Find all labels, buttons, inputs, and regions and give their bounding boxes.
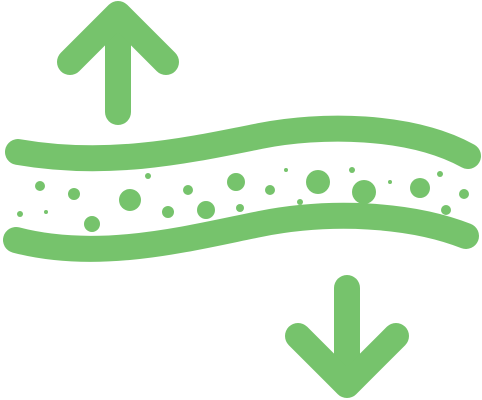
bubble	[68, 188, 80, 200]
bubble	[297, 199, 303, 205]
bubble	[306, 170, 330, 194]
bubble	[459, 189, 469, 199]
bubble	[44, 210, 48, 214]
bubble	[197, 201, 215, 219]
bubble	[284, 168, 288, 172]
arrow-down-icon	[285, 275, 409, 398]
bubble	[227, 173, 245, 191]
bubble	[265, 185, 275, 195]
arrow-up-icon	[57, 1, 179, 125]
bubble	[388, 180, 392, 184]
bubble	[162, 206, 174, 218]
bubble	[437, 171, 443, 177]
wavy-band-top	[5, 115, 481, 172]
bubble	[35, 181, 45, 191]
bubble	[183, 185, 193, 195]
bubble	[236, 204, 244, 212]
bubble	[352, 180, 376, 204]
bubble	[441, 205, 451, 215]
bubble	[17, 211, 23, 217]
bubbles	[17, 167, 469, 232]
bubble	[410, 178, 430, 198]
bubble	[84, 216, 100, 232]
wavy-band-bottom	[3, 202, 479, 262]
bubble	[145, 173, 151, 179]
bubble	[119, 189, 141, 211]
bubble	[349, 167, 355, 173]
